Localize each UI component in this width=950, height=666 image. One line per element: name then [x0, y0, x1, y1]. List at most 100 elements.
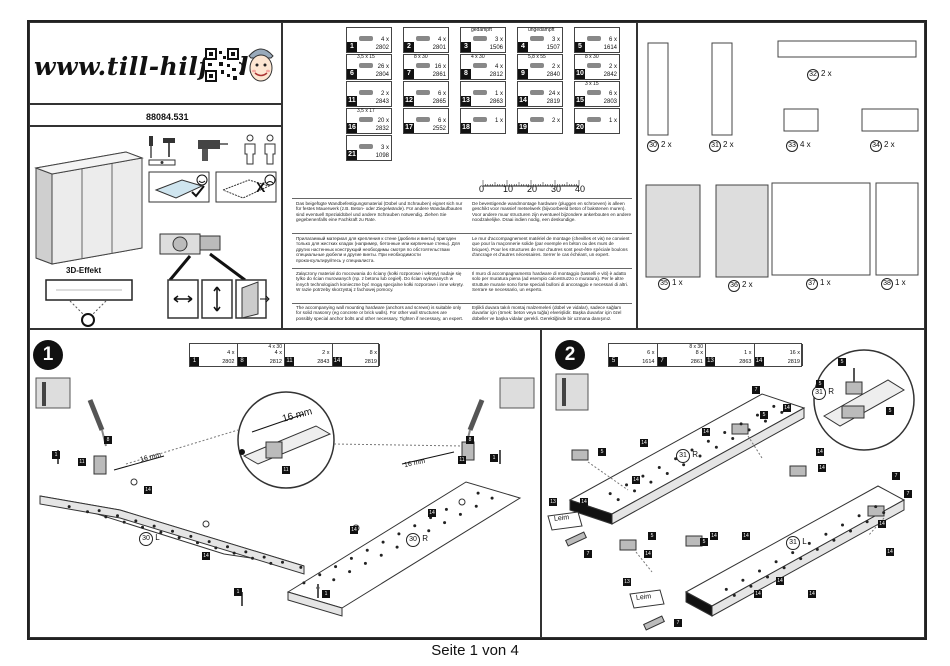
board-number: 31: [676, 449, 690, 463]
part-number: 16: [347, 123, 357, 133]
board-hole: [363, 561, 367, 565]
part-number: 7: [404, 69, 414, 79]
note-polish: Załączony materiał do mocowania do ścian…: [296, 271, 464, 293]
callout-number: 13: [549, 498, 557, 506]
callout-number: 1: [322, 590, 330, 598]
board-hole: [332, 578, 336, 582]
board-side: L: [802, 537, 807, 546]
board-side: R: [828, 387, 835, 396]
hardware-icon: [359, 36, 373, 41]
board-side: L: [155, 533, 160, 542]
hardware-icon: [416, 36, 430, 41]
board-hole: [365, 548, 369, 552]
part-quantity: 6 x: [608, 37, 617, 43]
svg-text:X: X: [256, 179, 266, 195]
part-number: 2: [404, 42, 414, 52]
part-size: 3,5 x 15: [357, 54, 375, 60]
part-number: 8: [461, 69, 471, 79]
hardware-icon: [416, 90, 430, 95]
board-hole: [349, 556, 353, 560]
part-quantity: 20 x: [377, 118, 389, 124]
step-2-badge: 2: [555, 340, 585, 370]
part-code: 2803: [603, 99, 617, 105]
board-hole: [262, 555, 266, 559]
board-hole: [226, 545, 229, 549]
hardware-icon: [473, 36, 487, 41]
board-hole: [318, 573, 322, 577]
callout-number: 7: [674, 619, 682, 627]
board-quantity: 2 x: [821, 69, 832, 78]
board-hole: [141, 525, 144, 529]
callout-number: 14: [580, 498, 588, 506]
board-hole: [772, 404, 776, 408]
part-number: 9: [518, 69, 528, 79]
hardware-icon: [587, 63, 601, 68]
board-hole: [134, 519, 138, 523]
note-dutch: De bevestigende wandmontage hardware (pl…: [472, 201, 632, 223]
notes-divider: [292, 198, 632, 199]
article-panel: [29, 104, 282, 126]
cabinet-drawing: [34, 151, 144, 265]
callout-number: 14: [783, 404, 791, 412]
callout-number: 14: [818, 464, 826, 472]
callout-number: 5: [700, 538, 708, 546]
callout-number: 1: [52, 451, 60, 459]
part-code: 2865: [432, 99, 446, 105]
board-number: 34: [870, 140, 882, 152]
part-number: 1: [190, 357, 199, 366]
part-quantity: 3 x: [551, 37, 560, 43]
measuring-ruler: [482, 180, 580, 187]
callout-number: 14: [878, 520, 886, 528]
ruler-tick-label: 40: [575, 184, 586, 194]
hardware-icon: [473, 63, 487, 68]
part-number: 18: [461, 123, 471, 133]
board-hole: [724, 587, 728, 591]
hardware-icon: [587, 117, 601, 122]
board-hole: [476, 491, 480, 495]
step-2-board-top-tag: 31 R: [676, 449, 698, 463]
board-hole: [698, 454, 702, 458]
part-quantity: 3 x: [380, 145, 389, 151]
part-number: 17: [404, 123, 414, 133]
board-hole: [232, 551, 236, 555]
part-quantity: 4 x: [227, 350, 235, 356]
part-quantity: 4 x: [380, 37, 389, 43]
board-hole: [207, 540, 211, 544]
two-persons-icon: [244, 134, 276, 165]
board-hole: [690, 448, 694, 452]
qr-code-icon: [205, 48, 239, 82]
part-code: 2863: [489, 99, 503, 105]
step-2-drawing: [547, 349, 915, 631]
board-hole: [281, 560, 284, 564]
note-russian: Прилагаемый материал для крепления к сте…: [296, 236, 460, 263]
board-hole: [763, 419, 767, 423]
part-quantity: 4 x: [494, 64, 503, 70]
callout-number: 8: [104, 436, 112, 444]
hardware-icon: [530, 63, 544, 68]
callout-number: 5: [760, 411, 768, 419]
article-number: 88084.531: [146, 112, 189, 122]
board-hole: [616, 498, 620, 502]
callout-number: 11: [458, 456, 466, 464]
board-number: 31: [709, 140, 721, 152]
callout-number: 11: [78, 458, 86, 466]
part-size: 8 x 30: [689, 344, 703, 350]
board-hole: [641, 474, 645, 478]
part-code: 1507: [546, 45, 560, 51]
callout-number: 14: [644, 550, 652, 558]
board-hole: [747, 428, 751, 432]
board-hole: [177, 536, 181, 540]
board-hole: [732, 593, 736, 597]
board-hole: [251, 556, 254, 560]
hardware-icon: [359, 63, 373, 68]
board-hole: [665, 471, 669, 475]
part-quantity: 2 x: [551, 64, 560, 70]
hardware-icon: [530, 117, 544, 122]
